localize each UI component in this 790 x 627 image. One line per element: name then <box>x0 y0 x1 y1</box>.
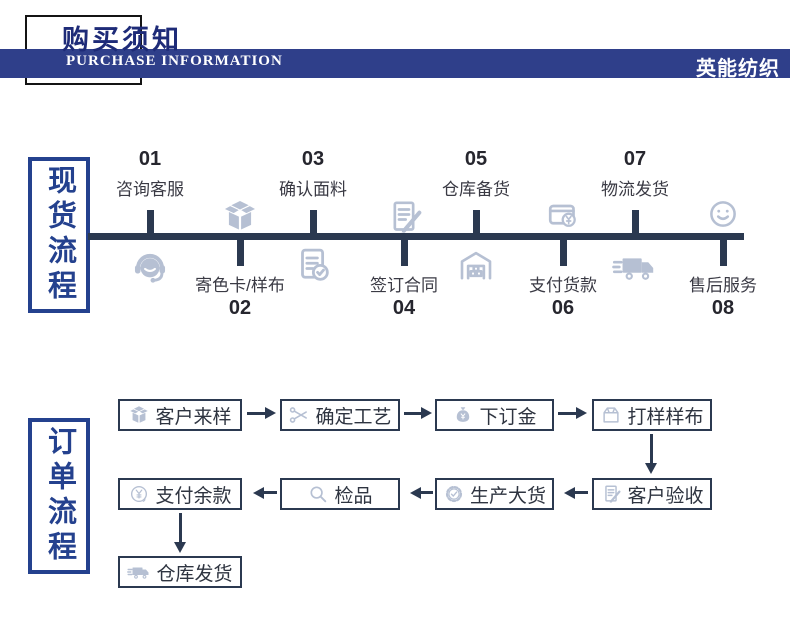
step-label: 咨询客服 <box>116 180 184 199</box>
page-title-cn: 购买须知 <box>62 25 182 55</box>
section-label-text: 订单流程 <box>43 426 76 566</box>
flow-box-customer-acceptance: 客户验收 <box>592 478 712 510</box>
flow-box-pay-balance: 支付余款 <box>118 478 242 510</box>
timeline-step-01: 01 咨询客服 <box>85 148 215 328</box>
arrow-head <box>421 407 438 419</box>
timeline-tick <box>401 240 408 266</box>
step-label: 支付货款 <box>529 276 597 295</box>
header-banner <box>0 49 790 78</box>
timeline-tick <box>237 240 244 266</box>
delivery-truck-icon <box>612 244 658 290</box>
timeline-step-08: 售后服务 08 <box>658 148 788 328</box>
timeline-step-03: 03 确认面料 <box>248 148 378 328</box>
payment-terminal-icon <box>545 197 581 233</box>
magnifier-icon <box>307 483 329 505</box>
warehouse-icon <box>455 244 497 286</box>
step-label: 寄色卡/样布 <box>195 276 285 295</box>
package-icon <box>600 404 622 426</box>
timeline-step-04: 签订合同 04 <box>339 148 469 328</box>
flow-box-sample-fabric: 打样样布 <box>592 399 712 431</box>
flow-box-customer-sample: 客户来样 <box>118 399 242 431</box>
step-label: 仓库备货 <box>442 180 510 199</box>
gear-check-icon <box>443 483 465 505</box>
timeline-step-06: 支付货款 06 <box>498 148 628 328</box>
page-title-en: PURCHASE INFORMATION <box>66 53 283 69</box>
document-pen-icon <box>600 483 622 505</box>
flow-arrow-right <box>404 412 422 415</box>
flow-box-label: 支付余款 <box>155 485 232 507</box>
timeline-step-02: 寄色卡/样布 02 <box>175 148 305 328</box>
flow-box-mass-production: 生产大货 <box>435 478 554 510</box>
step-number: 08 <box>711 297 735 319</box>
step-number: 01 <box>138 148 162 170</box>
clipboard-check-icon <box>292 244 334 286</box>
step-number: 05 <box>464 148 488 170</box>
flow-box-label: 检品 <box>334 485 373 507</box>
flow-arrow-down <box>650 434 653 464</box>
step-number: 07 <box>623 148 647 170</box>
order-flow-section-label: 订单流程 <box>28 418 90 574</box>
timeline-tick <box>147 210 154 233</box>
brand-logo: 英能纺织 <box>696 58 780 80</box>
flow-box-label: 仓库发货 <box>156 563 233 585</box>
flow-arrow-right <box>247 412 266 415</box>
arrow-head <box>265 407 282 419</box>
open-box-icon <box>221 197 259 235</box>
flow-arrow-left <box>258 491 277 494</box>
step-number: 04 <box>392 297 416 319</box>
flow-arrow-right <box>558 412 577 415</box>
money-bag-icon <box>452 404 474 426</box>
flow-box-label: 打样样布 <box>627 406 704 428</box>
flow-box-label: 下订金 <box>479 406 537 428</box>
flow-box-label: 生产大货 <box>469 485 546 507</box>
open-box-icon <box>128 404 150 426</box>
customer-service-headset-icon <box>128 244 172 288</box>
document-pen-icon <box>384 197 424 237</box>
arrow-head <box>576 407 593 419</box>
flow-arrow-left <box>415 491 433 494</box>
timeline-tick <box>720 240 727 266</box>
flow-box-confirm-process: 确定工艺 <box>280 399 400 431</box>
flow-box-label: 确定工艺 <box>315 406 392 428</box>
step-label: 确认面料 <box>279 180 347 199</box>
timeline-step-05: 05 仓库备货 <box>411 148 541 328</box>
stock-flow-section-label: 现货流程 <box>28 157 90 313</box>
timeline-line <box>88 233 744 240</box>
flow-box-label: 客户来样 <box>155 406 232 428</box>
flow-box-deposit: 下订金 <box>435 399 554 431</box>
section-label-text: 现货流程 <box>43 165 76 305</box>
flow-box-label: 客户验收 <box>627 485 704 507</box>
smiley-face-icon <box>706 197 740 231</box>
flow-box-warehouse-ship: 仓库发货 <box>118 556 242 588</box>
timeline-step-07: 07 物流发货 <box>570 148 700 328</box>
flow-box-inspection: 检品 <box>280 478 400 510</box>
arrow-head <box>645 463 657 480</box>
yen-refund-icon <box>128 483 150 505</box>
delivery-truck-icon <box>127 560 151 584</box>
scissors-icon <box>288 404 310 426</box>
step-label: 签订合同 <box>370 276 438 295</box>
step-label: 物流发货 <box>601 180 669 199</box>
step-number: 02 <box>228 297 252 319</box>
arrow-head <box>174 542 186 559</box>
step-number: 03 <box>301 148 325 170</box>
timeline-tick <box>310 210 317 233</box>
step-number: 06 <box>551 297 575 319</box>
flow-arrow-left <box>569 491 588 494</box>
step-label: 售后服务 <box>689 276 757 295</box>
timeline-tick <box>560 240 567 266</box>
timeline-tick <box>473 210 480 233</box>
timeline-tick <box>632 210 639 233</box>
flow-arrow-down <box>179 513 182 543</box>
